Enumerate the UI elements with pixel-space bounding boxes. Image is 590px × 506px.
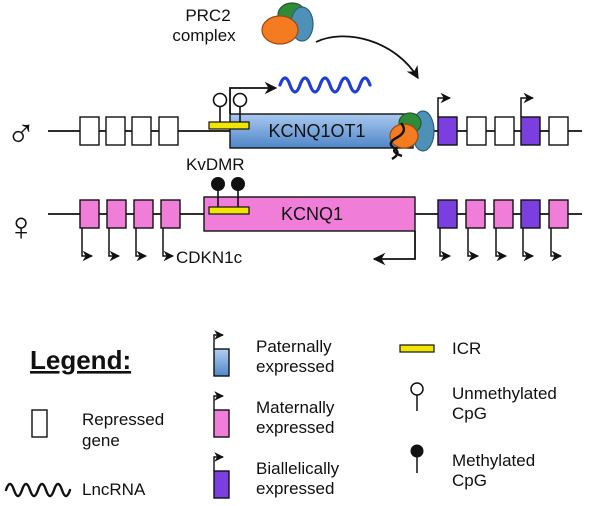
lncrna-squiggle xyxy=(278,76,372,94)
paternal-icr xyxy=(208,121,250,130)
legend-unmethylated-line1: Unmethylated xyxy=(452,384,557,403)
legend-unmethylated-line2: CpG xyxy=(452,404,487,423)
legend-maternal-arrow xyxy=(213,391,224,410)
maternal-expressed-gene-3 xyxy=(133,199,154,229)
prc2-label-line1: PRC2 xyxy=(185,6,230,25)
legend-biallelic-line2: expressed xyxy=(256,479,334,498)
legend-paternal-line2: expressed xyxy=(256,357,334,376)
legend-icr-swatch xyxy=(399,344,435,353)
legend-biallelic-line1: Biallelically xyxy=(256,459,340,478)
kcnq1-transcription-arrow xyxy=(372,231,416,266)
prc2-recruitment-arrow xyxy=(315,35,419,80)
paternal-repressed-gene-6 xyxy=(494,116,515,146)
legend-maternal-line1: Maternally xyxy=(256,398,335,417)
legend-icr-label: ICR xyxy=(452,339,481,358)
maternal-expressed-gene-4 xyxy=(160,199,181,229)
paternal-repressed-gene-2 xyxy=(105,116,126,146)
maternal-expressed-gene-5 xyxy=(465,199,486,229)
legend-biallelic-arrow xyxy=(213,452,224,471)
male-symbol: ♂ xyxy=(6,112,36,156)
prc2-complex-icon xyxy=(261,2,314,45)
maternal-expressed-gene-6 xyxy=(493,199,514,229)
legend-unmethylated-cpg-icon xyxy=(410,382,424,411)
female-symbol: ♀ xyxy=(6,205,36,249)
maternal-methylated-cpg xyxy=(211,177,245,207)
maternal-expressed-gene-2 xyxy=(106,199,127,229)
maternal-expressed-gene-7 xyxy=(548,199,569,229)
paternal-repressed-gene-1 xyxy=(79,116,100,146)
legend-methylated-line2: CpG xyxy=(452,471,487,490)
bound-prc2-icon xyxy=(389,110,435,161)
legend-maternal-line2: expressed xyxy=(256,418,334,437)
legend-repressed-gene-line2: gene xyxy=(82,431,120,450)
legend-biallelic-swatch xyxy=(213,470,230,499)
maternal-tss-arrows xyxy=(81,228,563,262)
legend-paternal-line1: Paternally xyxy=(256,337,332,356)
paternal-repressed-gene-4 xyxy=(158,116,179,146)
legend-maternal-swatch xyxy=(213,409,230,438)
legend-title: Legend: xyxy=(30,345,131,375)
paternal-tss-arrow-1 xyxy=(437,92,452,117)
legend-methylated-cpg-icon xyxy=(410,444,424,473)
legend-paternal-swatch xyxy=(213,348,230,377)
legend-lncrna-squiggle xyxy=(4,482,72,498)
legend-repressed-gene-swatch xyxy=(31,409,48,438)
kcnq1-label: KCNQ1 xyxy=(281,204,343,224)
legend-paternal-arrow xyxy=(213,330,224,349)
paternal-repressed-gene-3 xyxy=(131,116,152,146)
prc2-label-line2: complex xyxy=(172,26,236,45)
paternal-tss-arrow-2 xyxy=(520,92,535,117)
paternal-biallelic-gene-1 xyxy=(437,116,458,146)
kvdmr-label: KvDMR xyxy=(186,155,245,174)
kcnq1ot1-transcription-arrow xyxy=(229,81,278,114)
maternal-biallelic-gene-1 xyxy=(437,199,458,229)
maternal-biallelic-gene-2 xyxy=(520,199,541,229)
legend-methylated-line1: Methylated xyxy=(452,451,535,470)
kcnq1ot1-label: KCNQ1OT1 xyxy=(268,121,365,141)
cdkn1c-label: CDKN1c xyxy=(176,248,243,267)
paternal-repressed-gene-7 xyxy=(548,116,569,146)
kcnq1ot1-gene xyxy=(229,113,414,149)
paternal-repressed-gene-5 xyxy=(466,116,487,146)
legend-lncrna-label: LncRNA xyxy=(82,480,146,499)
paternal-unmethylated-cpg xyxy=(212,92,248,122)
legend-repressed-gene-line1: Repressed xyxy=(82,410,164,429)
paternal-biallelic-gene-2 xyxy=(520,116,541,146)
maternal-expressed-gene-1 xyxy=(79,199,100,229)
maternal-icr xyxy=(208,206,250,215)
